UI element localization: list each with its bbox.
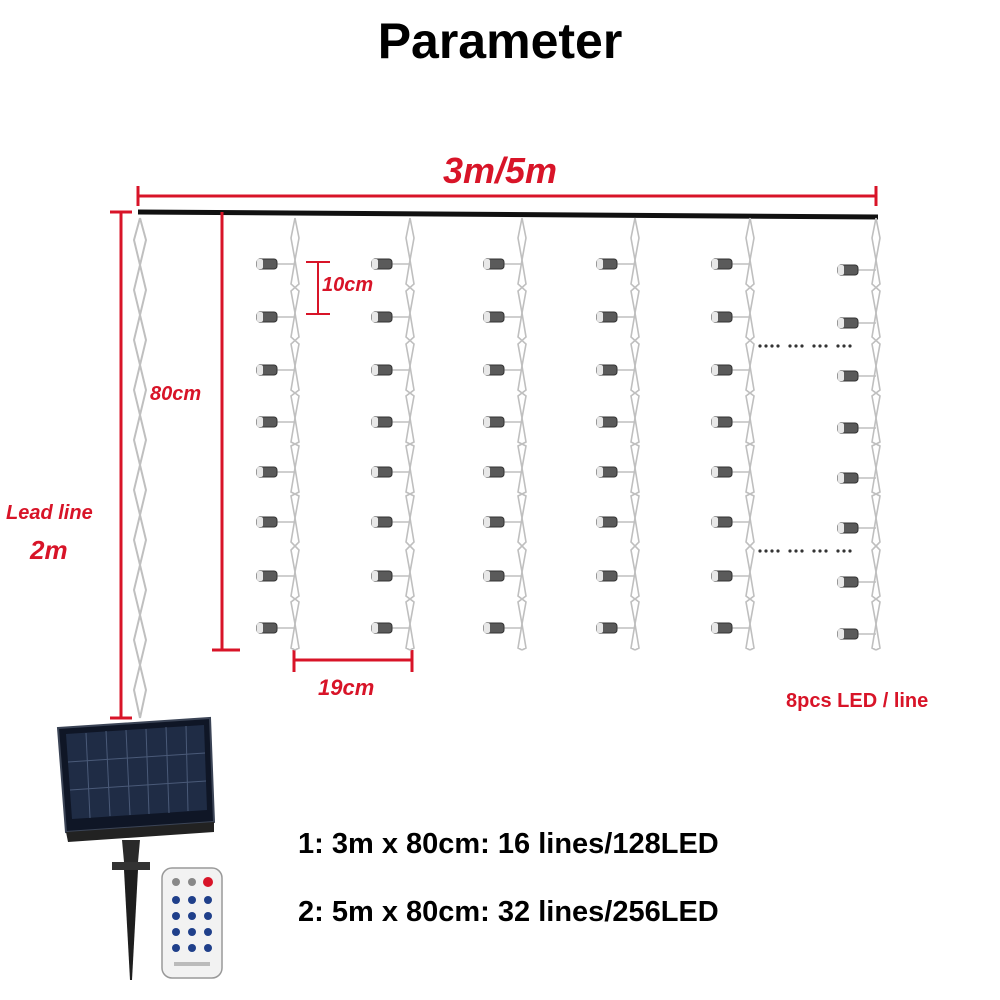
led-strand xyxy=(371,217,415,651)
led-bulb xyxy=(711,364,750,376)
led-bulb xyxy=(483,258,522,270)
led-bulb xyxy=(483,364,522,376)
led-spacing-dimension xyxy=(306,261,330,315)
led-strand xyxy=(596,217,640,651)
led-bulb xyxy=(483,516,522,528)
ellipsis-dots-lower xyxy=(758,549,852,553)
led-count-note: 8pcs LED / line xyxy=(786,690,929,712)
remote-control-image xyxy=(161,867,223,979)
led-bulb xyxy=(483,622,522,634)
led-strand xyxy=(711,217,755,651)
ellipsis-dots-upper xyxy=(758,344,852,348)
led-bulb xyxy=(256,516,295,528)
solar-panel-image xyxy=(56,716,216,980)
led-spacing-label: 10cm xyxy=(322,274,374,296)
led-bulb xyxy=(711,516,750,528)
led-bulb xyxy=(483,466,522,478)
spec-line-2: 2: 5m x 80cm: 32 lines/256LED xyxy=(298,896,719,928)
led-bulb xyxy=(371,466,410,478)
led-bulb xyxy=(371,258,410,270)
led-bulb xyxy=(371,570,410,582)
led-bulb xyxy=(371,416,410,428)
led-bulb xyxy=(371,364,410,376)
led-bulb xyxy=(837,628,876,640)
led-bulb xyxy=(596,311,635,323)
led-bulb xyxy=(837,317,876,329)
led-bulb xyxy=(256,364,295,376)
led-bulb xyxy=(256,570,295,582)
lead-line-dimension xyxy=(110,210,132,720)
width-dimension-line xyxy=(136,186,878,206)
lead-wire xyxy=(132,217,148,719)
led-bulb xyxy=(483,311,522,323)
led-bulb xyxy=(256,466,295,478)
led-bulb xyxy=(837,576,876,588)
led-bulb xyxy=(596,416,635,428)
led-strands xyxy=(256,217,881,651)
led-bulb xyxy=(711,466,750,478)
led-bulb xyxy=(837,422,876,434)
led-strand xyxy=(837,217,881,651)
spec-line-1: 1: 3m x 80cm: 16 lines/128LED xyxy=(298,828,719,860)
height-dimension xyxy=(212,212,240,652)
led-bulb xyxy=(483,416,522,428)
led-bulb xyxy=(256,622,295,634)
height-label: 80cm xyxy=(150,383,202,405)
page-title: Parameter xyxy=(377,13,623,69)
led-bulb xyxy=(256,258,295,270)
led-bulb xyxy=(596,466,635,478)
led-bulb xyxy=(483,570,522,582)
lead-line-label: Lead line xyxy=(6,502,93,524)
led-bulb xyxy=(256,311,295,323)
led-bulb xyxy=(371,622,410,634)
led-bulb xyxy=(711,622,750,634)
led-bulb xyxy=(711,416,750,428)
led-strand xyxy=(483,217,527,651)
led-bulb xyxy=(596,364,635,376)
top-hanging-bar xyxy=(137,209,879,220)
led-bulb xyxy=(711,311,750,323)
led-bulb xyxy=(837,522,876,534)
led-bulb xyxy=(596,258,635,270)
led-bulb xyxy=(837,370,876,382)
led-bulb xyxy=(711,570,750,582)
width-label: 3m/5m xyxy=(442,150,558,191)
led-bulb xyxy=(596,570,635,582)
led-bulb xyxy=(371,516,410,528)
line-gap-label: 19cm xyxy=(318,675,375,700)
line-gap-dimension xyxy=(292,650,414,672)
led-bulb xyxy=(371,311,410,323)
lead-line-length: 2m xyxy=(30,535,68,565)
led-strand xyxy=(256,217,300,651)
led-bulb xyxy=(837,264,876,276)
led-bulb xyxy=(711,258,750,270)
led-bulb xyxy=(837,472,876,484)
led-bulb xyxy=(256,416,295,428)
led-bulb xyxy=(596,516,635,528)
led-bulb xyxy=(596,622,635,634)
